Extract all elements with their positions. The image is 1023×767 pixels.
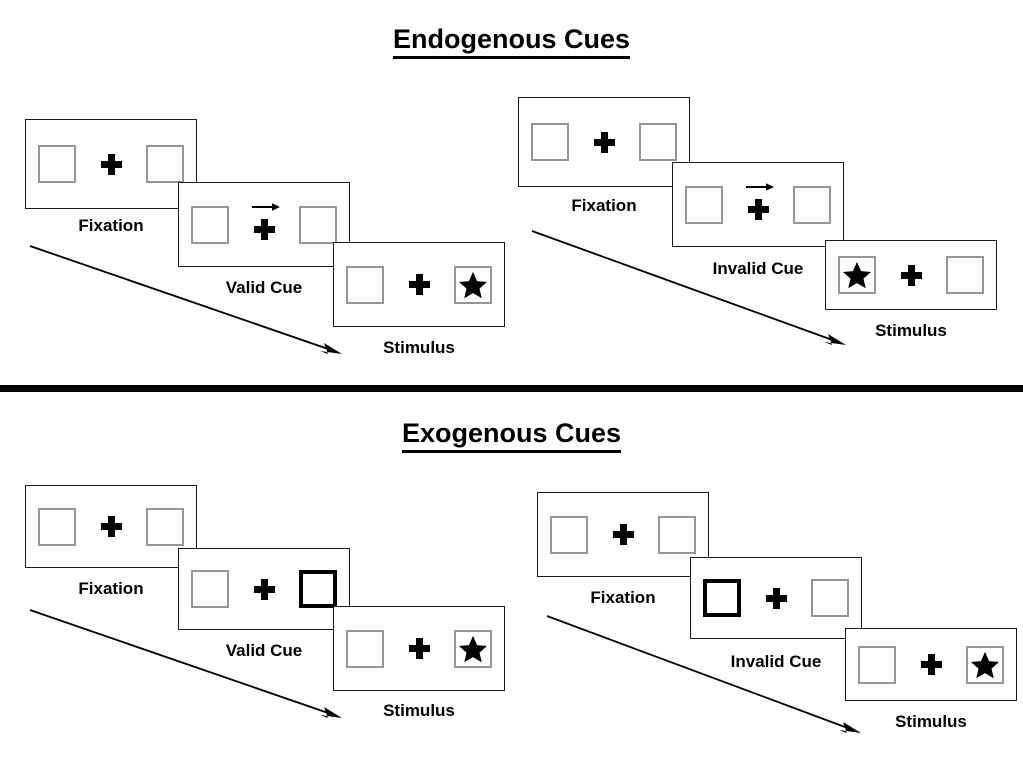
box-right [146, 145, 184, 183]
box-right [658, 515, 696, 554]
fixation-plus-icon [900, 264, 922, 286]
caption-exogenous-valid-stimulus: Stimulus [383, 701, 455, 720]
frame-content [691, 558, 861, 638]
box-left [191, 205, 229, 244]
center-slot [247, 566, 281, 612]
frame-exogenous-invalid-cue [690, 557, 862, 639]
box-left [858, 645, 896, 684]
center-slot [402, 626, 436, 672]
caption-endogenous-invalid-stimulus: Stimulus [875, 321, 947, 340]
star-icon [459, 635, 487, 662]
box-left [346, 265, 384, 304]
fixation-plus-icon [765, 587, 787, 609]
center-slot [402, 262, 436, 308]
fixation-plus-icon [920, 654, 942, 675]
box-right [966, 645, 1004, 684]
caption-exogenous-valid-fixation: Fixation [78, 579, 144, 598]
center-slot [741, 182, 775, 228]
frame-endogenous-invalid-cue [672, 162, 844, 247]
box-right [454, 265, 492, 304]
caption-endogenous-invalid-cue: Invalid Cue [712, 259, 804, 278]
frame-content [846, 629, 1016, 700]
frame-content [673, 163, 843, 246]
caption-exogenous-invalid-cue: Invalid Cue [730, 652, 822, 671]
frame-content [179, 549, 349, 629]
section-divider [0, 385, 1023, 392]
frame-endogenous-valid-cue [178, 182, 350, 267]
box-right [793, 185, 831, 224]
box-left [531, 123, 569, 161]
frame-content [334, 607, 504, 690]
cue-arrow-right-icon [746, 182, 774, 191]
fixation-plus-icon [747, 199, 769, 220]
caption-endogenous-valid-cue: Valid Cue [225, 278, 303, 297]
caption-exogenous-valid-cue: Valid Cue [225, 641, 303, 660]
time-arrow-exogenous-invalid [546, 615, 861, 733]
frame-content [26, 486, 196, 567]
fixation-plus-icon [408, 638, 430, 659]
center-slot [94, 141, 128, 187]
fixation-plus-icon [100, 153, 122, 175]
center-slot [894, 252, 928, 298]
frame-content [26, 120, 196, 208]
box-left [838, 256, 876, 294]
box-right [299, 205, 337, 244]
frame-exogenous-valid-fixation [25, 485, 197, 568]
box-left [38, 507, 76, 546]
box-right [811, 579, 849, 617]
frame-content [179, 183, 349, 266]
frame-content [334, 243, 504, 326]
fixation-plus-icon [253, 219, 275, 240]
box-right [639, 123, 677, 161]
cue-arrow-right-icon [252, 202, 280, 211]
frame-endogenous-valid-fixation [25, 119, 197, 209]
frame-exogenous-valid-cue [178, 548, 350, 630]
star-icon [843, 261, 871, 289]
section-title-exogenous-text: Exogenous Cues [401, 418, 622, 453]
time-arrow-exogenous-valid [29, 609, 342, 718]
frame-content [826, 241, 996, 309]
box-left-cued [703, 579, 741, 617]
center-slot [247, 202, 281, 248]
center-slot [759, 575, 793, 621]
caption-exogenous-invalid-fixation: Fixation [590, 588, 656, 607]
fixation-plus-icon [612, 524, 634, 545]
time-arrow-endogenous-invalid [531, 230, 846, 345]
center-slot [94, 504, 128, 550]
time-arrow-endogenous-valid [29, 245, 342, 354]
star-icon [971, 651, 999, 678]
caption-endogenous-valid-fixation: Fixation [78, 216, 144, 235]
frame-content [538, 493, 708, 576]
section-title-exogenous: Exogenous Cues [0, 418, 1023, 453]
frame-exogenous-invalid-stimulus [845, 628, 1017, 701]
section-title-endogenous-text: Endogenous Cues [392, 24, 630, 59]
box-right [946, 256, 984, 294]
caption-exogenous-invalid-stimulus: Stimulus [895, 712, 967, 731]
center-slot [587, 119, 621, 165]
frame-exogenous-invalid-fixation [537, 492, 709, 577]
frame-exogenous-valid-stimulus [333, 606, 505, 691]
caption-endogenous-invalid-fixation: Fixation [571, 196, 637, 215]
frame-endogenous-valid-stimulus [333, 242, 505, 327]
box-left [346, 629, 384, 668]
box-right-cued [299, 570, 337, 608]
box-left [191, 570, 229, 608]
frame-endogenous-invalid-fixation [518, 97, 690, 187]
fixation-plus-icon [408, 274, 430, 295]
box-left [685, 185, 723, 224]
section-title-endogenous: Endogenous Cues [0, 24, 1023, 59]
fixation-plus-icon [253, 578, 275, 600]
box-right [146, 507, 184, 546]
fixation-plus-icon [593, 131, 615, 153]
star-icon [459, 271, 487, 298]
box-right [454, 629, 492, 668]
frame-content [519, 98, 689, 186]
box-left [550, 515, 588, 554]
caption-endogenous-valid-stimulus: Stimulus [383, 338, 455, 357]
center-slot [606, 512, 640, 558]
center-slot [914, 642, 948, 688]
frame-endogenous-invalid-stimulus [825, 240, 997, 310]
box-left [38, 145, 76, 183]
fixation-plus-icon [100, 516, 122, 537]
